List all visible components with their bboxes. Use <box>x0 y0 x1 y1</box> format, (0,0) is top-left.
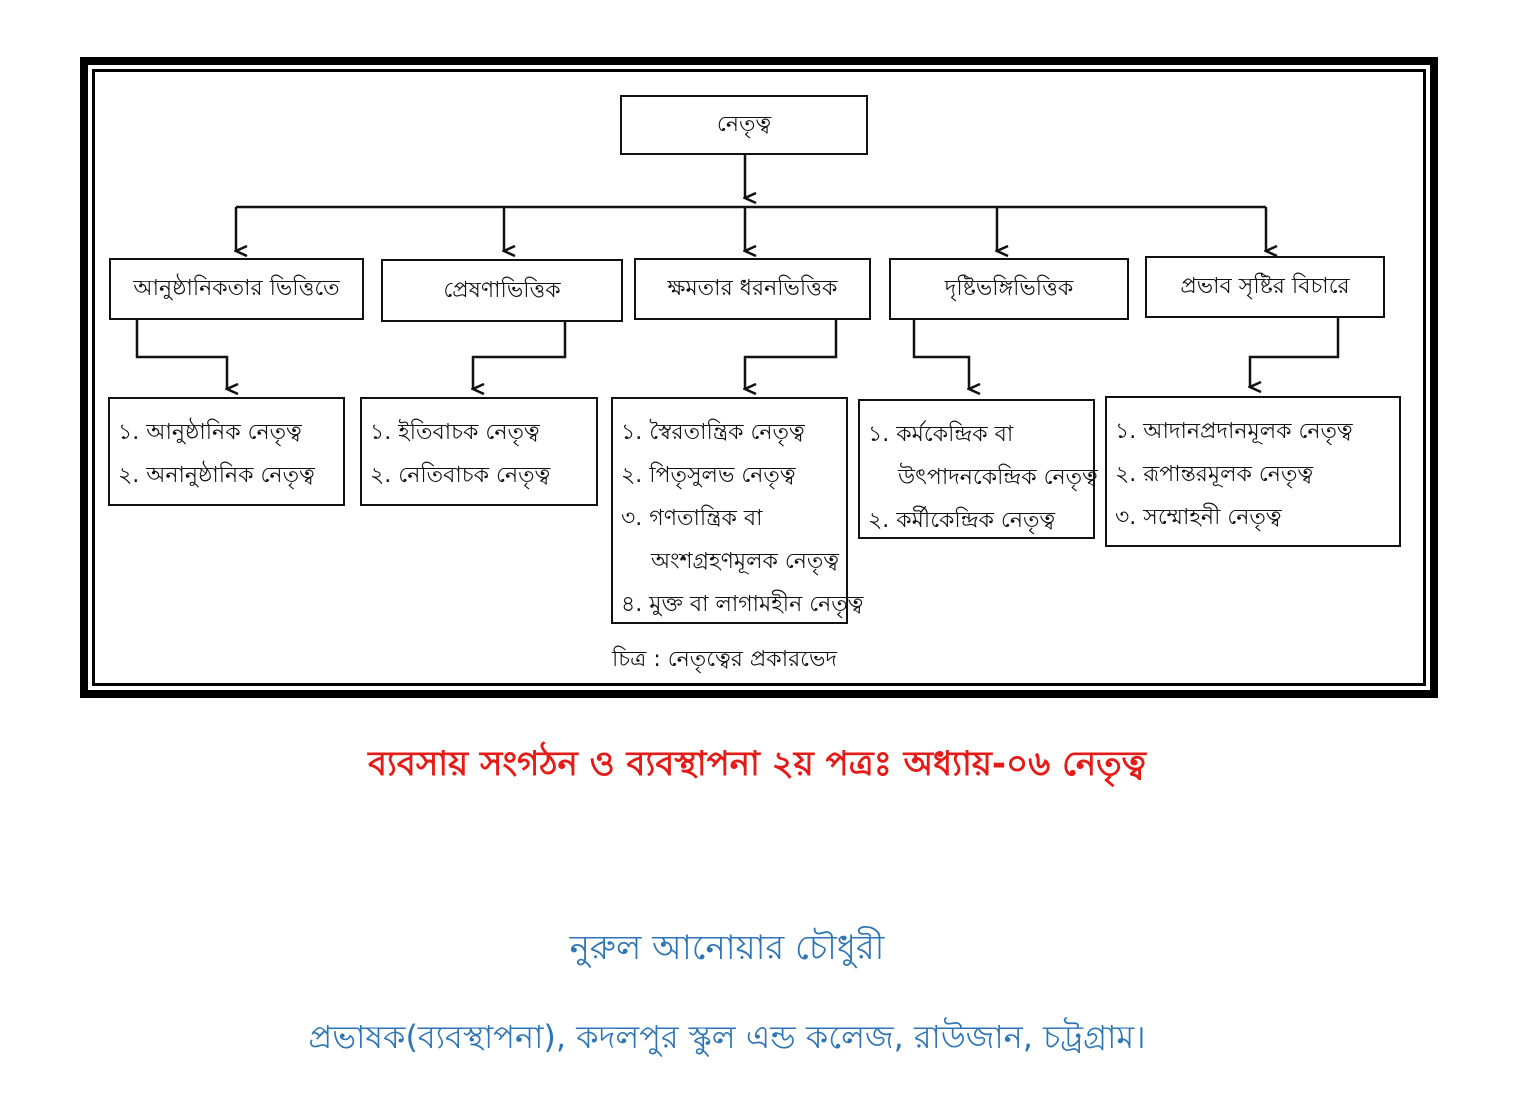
elbow-4 <box>912 320 969 389</box>
elbow-3 <box>745 320 838 389</box>
diagram-connectors <box>135 155 1340 700</box>
list-item: ১. আনুষ্ঠানিক নেতৃত্ব <box>118 419 302 445</box>
leaf-box-2: ১. ইতিবাচক নেতৃত্ব ২. নেতিবাচক নেতৃত্ব <box>360 397 598 506</box>
page-title: ব্যবসায় সংগঠন ও ব্যবস্থাপনা ২য় পত্রঃ অ… <box>368 744 1146 784</box>
category-label: ক্ষমতার ধরনভিত্তিক <box>667 276 838 301</box>
category-box-3: ক্ষমতার ধরনভিত্তিক <box>634 258 871 320</box>
list-item: ২. অনানুষ্ঠানিক নেতৃত্ব <box>118 462 315 488</box>
category-label: আনুষ্ঠানিকতার ভিত্তিতে <box>133 276 340 301</box>
list-item: উৎপাদনকেন্দ্রিক নেতৃত্ব <box>898 464 1098 490</box>
list-item: ৩. গণতান্ত্রিক বা <box>621 505 763 531</box>
list-item: ২. কর্মীকেন্দ্রিক নেতৃত্ব <box>868 507 1056 533</box>
list-item: ১. কর্মকেন্দ্রিক বা <box>868 421 1014 447</box>
root-node: নেতৃত্ব <box>620 95 868 155</box>
category-label: প্রভাব সৃষ্টির বিচারে <box>1180 274 1350 299</box>
list-item: ১. আদানপ্রদানমূলক নেতৃত্ব <box>1115 418 1353 444</box>
root-label: নেতৃত্ব <box>716 112 772 137</box>
category-label: দৃষ্টিভঙ্গিভিত্তিক <box>944 276 1074 301</box>
elbow-2 <box>473 322 567 389</box>
category-box-5: প্রভাব সৃষ্টির বিচারে <box>1145 256 1385 318</box>
category-box-1: আনুষ্ঠানিকতার ভিত্তিতে <box>109 258 364 320</box>
list-item: ২. পিতৃসুলভ নেতৃত্ব <box>621 462 796 488</box>
category-label: প্রেষণাভিত্তিক <box>443 277 561 303</box>
list-item: ৪. মুক্ত বা লাগামহীন নেতৃত্ব <box>621 591 864 617</box>
leaf-box-3: ১. স্বৈরতান্ত্রিক নেতৃত্ব ২. পিতৃসুলভ নে… <box>611 397 864 624</box>
figure-caption: চিত্র : নেতৃত্বের প্রকারভেদ <box>612 647 837 672</box>
category-box-2: প্রেষণাভিত্তিক <box>381 259 623 322</box>
list-item: অংশগ্রহণমূলক নেতৃত্ব <box>651 548 840 574</box>
author-designation: প্রভাষক(ব্যবস্থাপনা), কদলপুর স্কুল এন্ড … <box>308 1018 1146 1056</box>
leaf-box-5: ১. আদানপ্রদানমূলক নেতৃত্ব ২. রূপান্তরমূল… <box>1105 396 1401 547</box>
list-item: ৩. সম্মোহনী নেতৃত্ব <box>1115 504 1282 530</box>
list-item: ২. রূপান্তরমূলক নেতৃত্ব <box>1115 461 1314 487</box>
author-name: নুরুল আনোয়ার চৌধুরী <box>569 928 885 968</box>
list-item: ২. নেতিবাচক নেতৃত্ব <box>370 462 551 488</box>
elbow-5 <box>1250 318 1340 387</box>
diagram-frame <box>80 57 1438 698</box>
leaf-box-4: ১. কর্মকেন্দ্রিক বা উৎপাদনকেন্দ্রিক নেতৃ… <box>858 399 1098 539</box>
list-item: ১. ইতিবাচক নেতৃত্ব <box>370 419 540 445</box>
leaf-box-1: ১. আনুষ্ঠানিক নেতৃত্ব ২. অনানুষ্ঠানিক নে… <box>108 397 345 506</box>
list-item: ১. স্বৈরতান্ত্রিক নেতৃত্ব <box>621 419 805 445</box>
category-box-4: দৃষ্টিভঙ্গিভিত্তিক <box>889 258 1129 320</box>
elbow-1 <box>135 320 227 389</box>
